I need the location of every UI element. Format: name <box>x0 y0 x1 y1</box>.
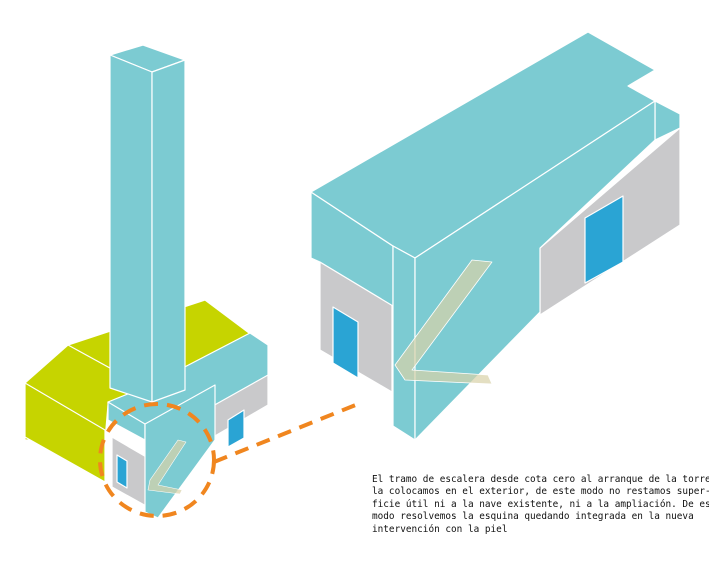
tower <box>109 44 186 403</box>
highlight-leader-line <box>213 402 359 464</box>
caption-text: El tramo de escalera desde cota cero al … <box>372 474 709 536</box>
caption-line: la colocamos en el exterior, de este mod… <box>372 486 709 498</box>
caption-line: intervención con la piel <box>372 523 508 535</box>
highlight-marker <box>98 402 359 518</box>
caption-line: El tramo de escalera desde cota cero al … <box>372 474 709 485</box>
caption-line: ficie útil ni a la nave existente, ni a … <box>372 498 709 510</box>
caption-line: modo resolvemos la esquina quedando inte… <box>372 511 694 523</box>
extension-building <box>310 31 681 441</box>
